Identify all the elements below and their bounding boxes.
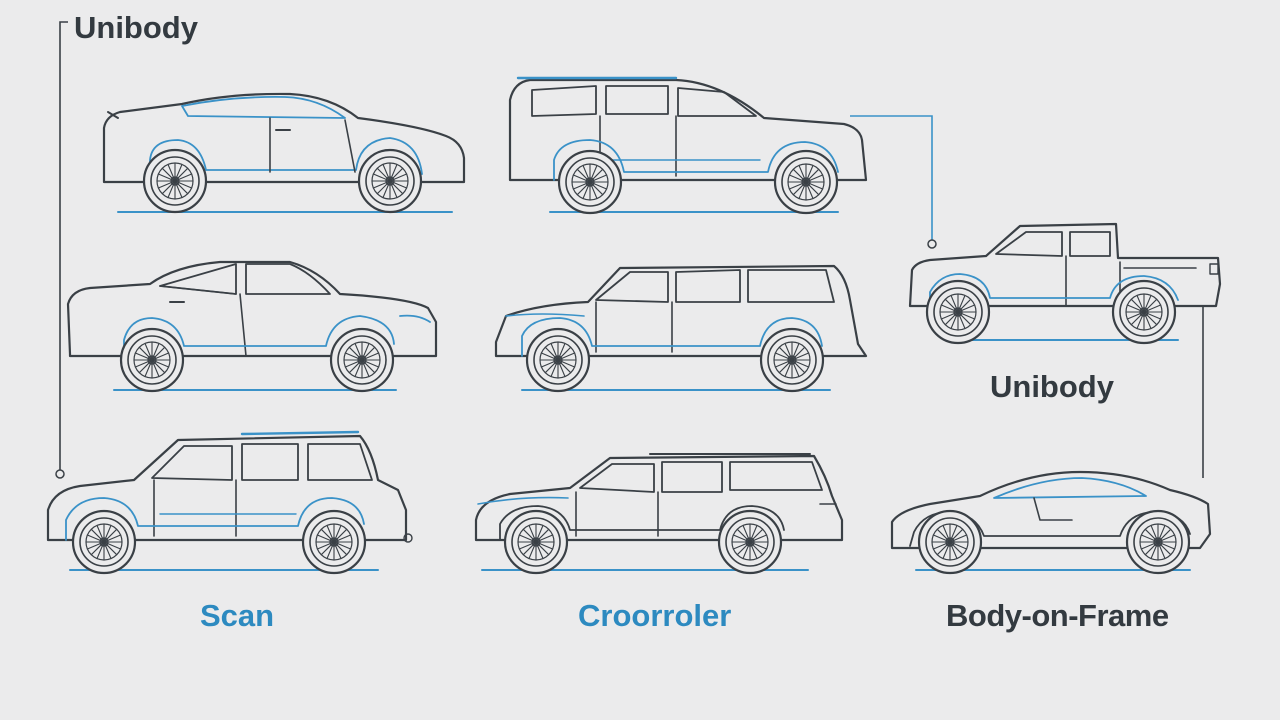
label-unibody-right: Unibody xyxy=(990,369,1114,404)
crossover-icon xyxy=(474,453,844,575)
station-wagon-icon xyxy=(46,430,413,575)
suv-icon xyxy=(508,76,868,215)
label-body-on-frame: Body-on-Frame xyxy=(946,598,1169,633)
connector-lines xyxy=(55,21,1204,479)
connector-left-dot xyxy=(55,469,65,479)
connector-top-right-dot xyxy=(927,239,937,249)
connector-top-right xyxy=(850,115,933,240)
connector-left xyxy=(59,21,68,470)
label-crossover: Croorroler xyxy=(578,598,732,633)
label-sedan: Scan xyxy=(200,598,275,633)
label-unibody-top: Unibody xyxy=(74,10,198,45)
suv-icon xyxy=(494,264,868,393)
car-sedan-icon xyxy=(66,260,438,393)
pickup-truck-icon xyxy=(908,222,1222,345)
sports-car-icon xyxy=(890,470,1212,575)
car-sedan-icon xyxy=(102,92,466,214)
